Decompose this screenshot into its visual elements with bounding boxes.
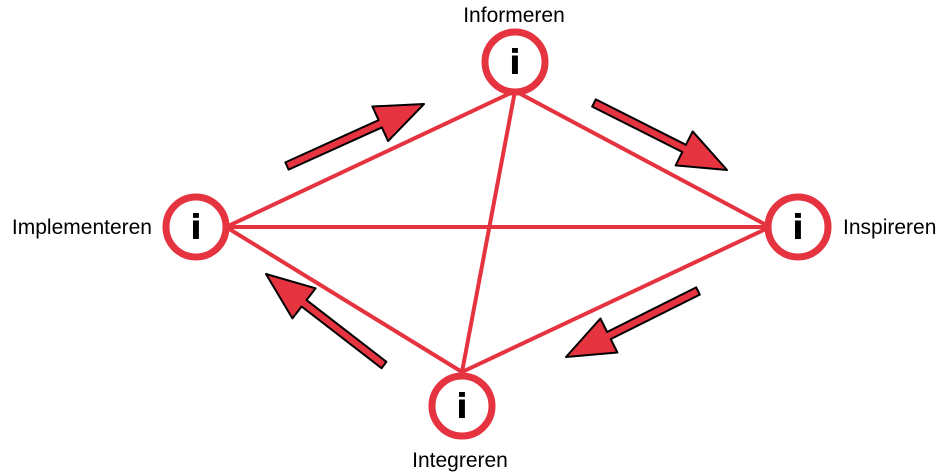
node-ring [481,28,549,96]
node-label-integreren: Integreren [412,449,508,472]
node-integreren: i Integreren [412,372,508,472]
node-inspireren: i Inspireren [764,193,936,261]
arrow-left-top [284,103,425,171]
node-ring [764,193,832,261]
cycle-arrows [265,98,728,370]
node-ring [162,193,230,261]
arrow-bottom-left [265,273,388,370]
edge-top-right [514,89,771,229]
info-icon: i [190,208,202,248]
node-label-informeren: Informeren [463,4,565,27]
arrow-top-right [591,98,728,171]
info-icon: i [792,208,804,248]
diagram-edges [224,89,771,374]
node-label-implementeren: Implementeren [12,216,152,239]
info-icon: i [509,43,521,83]
info-icon: i [456,387,468,427]
arrow-right-bottom [565,286,701,358]
node-informeren: i Informeren [463,4,565,96]
node-implementeren: i Implementeren [12,193,230,261]
edge-top-bottom [460,90,517,373]
node-label-inspireren: Inspireren [843,216,936,239]
node-ring [428,372,496,440]
edge-top-left [225,89,516,229]
edge-left-bottom [224,225,464,374]
edge-bottom-right [461,225,771,374]
